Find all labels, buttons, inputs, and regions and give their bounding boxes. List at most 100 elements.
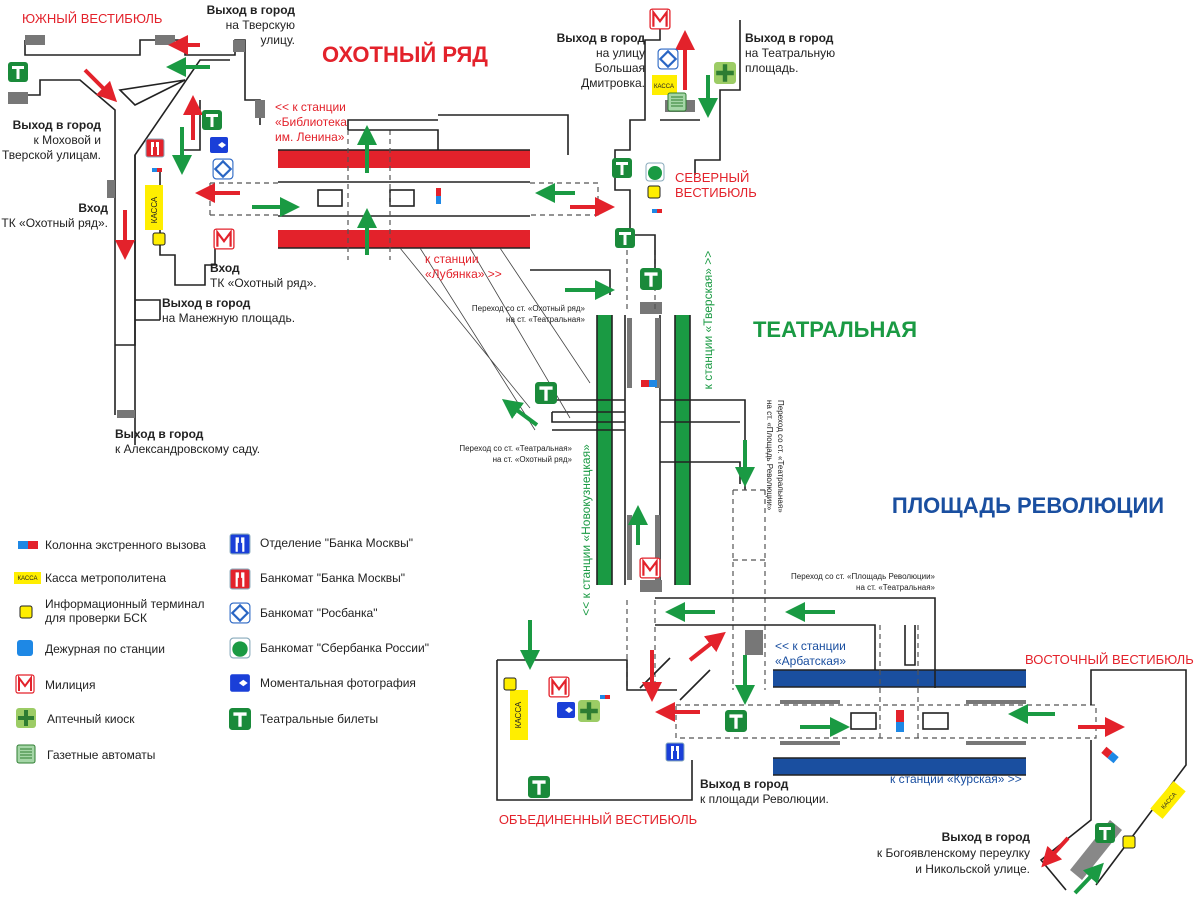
okhotny-ryad-platform xyxy=(209,114,611,295)
south-vestibule: КАССА xyxy=(8,35,265,445)
entry-heading: Вход xyxy=(78,201,108,215)
legend-label: Театральные билеты xyxy=(260,712,378,726)
legend-label: Газетные автоматы xyxy=(47,748,155,762)
exit-text: к Богоявленскому переулку xyxy=(877,846,1030,860)
transfer-teatralnaya-to-okhotny: Переход со ст. «Театральная» на ст. «Охо… xyxy=(459,444,572,464)
flow-arrows xyxy=(83,30,1125,895)
kassa-label-united: КАССА xyxy=(514,701,523,728)
exit-heading: Выход в город xyxy=(942,830,1031,844)
vestibule-south: ЮЖНЫЙ ВЕСТИБЮЛЬ xyxy=(22,11,162,26)
bank-office-icon xyxy=(665,742,685,762)
theatre-tickets-icon xyxy=(640,268,662,290)
kassa-icon: КАССА xyxy=(18,576,38,582)
station-title-okhotny-ryad: ОХОТНЫЙ РЯД xyxy=(322,42,488,67)
legend: Колонна экстренного вызова КАССА Касса м… xyxy=(14,533,429,764)
transfer-okhotny-to-teatralnaya: Переход со ст. «Охотный ряд» на ст. «Теа… xyxy=(472,304,586,324)
legend-label: Банкомат "Росбанка" xyxy=(260,606,377,620)
transfer-text: Переход со ст. «Театральная» xyxy=(459,444,572,453)
legend-label: Дежурная по станции xyxy=(45,642,165,656)
theatre-tickets-icon xyxy=(615,228,635,248)
exit-heading: Выход в город xyxy=(115,427,204,441)
legend-label: Моментальная фотография xyxy=(260,676,416,690)
transfer-ploshchad-to-teatralnaya: Переход со ст. «Площадь Революции» на ст… xyxy=(791,572,936,592)
station-title-teatralnaya: ТЕАТРАЛЬНАЯ xyxy=(753,317,917,342)
exit-text: к Моховой и xyxy=(34,133,101,147)
info-terminal-icon xyxy=(647,185,661,199)
pharmacy-icon xyxy=(714,62,736,84)
direction-text: «Арбатская» xyxy=(775,654,846,668)
newspaper-icon xyxy=(667,92,687,112)
direction-novokuznetskaya: << к станции «Новокузнецкая» xyxy=(579,444,593,616)
station-duty-icon xyxy=(17,640,33,656)
exit-teatralnaya-square: Выход в город на Театральную площадь. xyxy=(745,31,835,75)
transfer-text: на ст. «Театральная» xyxy=(856,583,936,592)
direction-arbatskaya: << к станции «Арбатская» xyxy=(775,639,846,668)
bank-office-icon xyxy=(229,533,251,555)
photo-booth-icon xyxy=(210,137,228,153)
direction-kurskaya: к станции «Курская» >> xyxy=(890,772,1022,786)
exit-text: Тверской улицам. xyxy=(2,148,101,162)
legend-label: Милиция xyxy=(45,678,95,692)
exit-text: на Тверскую xyxy=(226,18,295,32)
emergency-column-icon xyxy=(152,168,162,172)
entry-tk-2: Вход ТК «Охотный ряд». xyxy=(210,261,317,290)
theatre-tickets-icon xyxy=(725,710,747,732)
info-terminal-icon xyxy=(503,677,517,691)
entry-heading: Вход xyxy=(210,261,240,275)
direction-biblioteka: << к станции «Библиотека им. Ленина» xyxy=(275,100,347,144)
emergency-column-icon xyxy=(652,209,662,213)
atm-sberbank-icon xyxy=(229,637,251,659)
exit-text: Большая xyxy=(595,61,645,75)
exit-text: Дмитровка. xyxy=(581,76,645,90)
legend-label: Банкомат "Банка Москвы" xyxy=(260,571,405,585)
transfer-text: Переход со ст. «Охотный ряд» xyxy=(472,304,586,313)
exit-text: площадь. xyxy=(745,61,798,75)
vestibule-east: ВОСТОЧНЫЙ ВЕСТИБЮЛЬ xyxy=(1025,652,1194,667)
vestibule-united: ОБЪЕДИНЕННЫЙ ВЕСТИБЮЛЬ xyxy=(499,812,697,827)
exit-heading: Выход в город xyxy=(162,296,251,310)
atm-bank-moscow-icon xyxy=(229,568,251,590)
info-terminal-icon xyxy=(1122,835,1136,849)
police-icon xyxy=(649,8,671,30)
transfer-text: на ст. «Охотный ряд» xyxy=(493,455,573,464)
emergency-column-icon xyxy=(18,541,38,549)
theatre-tickets-icon xyxy=(202,110,222,130)
theatre-tickets-icon xyxy=(612,158,632,178)
atm-rosbank-icon xyxy=(229,602,251,624)
exit-heading: Выход в город xyxy=(207,3,296,17)
vestibule-north-2: ВЕСТИБЮЛЬ xyxy=(675,185,757,200)
atm-rosbank-icon xyxy=(212,158,234,180)
theatre-tickets-icon xyxy=(1095,823,1115,843)
exit-manezhnaya: Выход в город на Манежную площадь. xyxy=(162,296,295,325)
direction-text: «Лубянка» >> xyxy=(425,267,502,281)
theatre-tickets-icon xyxy=(528,776,550,798)
theatre-tickets-icon xyxy=(229,708,251,730)
police-icon xyxy=(548,676,570,698)
transfer-text: на ст. «Театральная» xyxy=(506,315,586,324)
newspaper-icon xyxy=(16,744,36,764)
legend-label: Аптечный киоск xyxy=(47,712,135,726)
exit-heading: Выход в город xyxy=(13,118,102,132)
station-title-ploshchad-revolyutsii: ПЛОЩАДЬ РЕВОЛЮЦИИ xyxy=(892,493,1164,518)
pharmacy-icon xyxy=(16,708,36,728)
exit-text: на улицу xyxy=(596,46,645,60)
kassa-label-north: КАССА xyxy=(654,84,674,90)
ploshchad-revolyutsii-platform xyxy=(655,597,1097,776)
theatre-tickets-icon xyxy=(8,62,28,82)
theatre-tickets-icon xyxy=(535,382,557,404)
transfer-text: на ст. «Площадь Революции» xyxy=(765,400,774,511)
photo-booth-icon xyxy=(230,674,250,692)
exit-heading: Выход в город xyxy=(557,31,646,45)
exit-text: на Манежную площадь. xyxy=(162,311,295,325)
direction-tverskaya: к станции «Тверская» >> xyxy=(701,251,715,390)
legend-label: Информационный терминал xyxy=(45,597,205,611)
direction-text: << к станции xyxy=(775,639,846,653)
photo-booth-icon xyxy=(557,702,575,718)
exit-heading: Выход в город xyxy=(700,777,789,791)
atm-sberbank-icon xyxy=(645,162,665,182)
transfer-text: Переход со ст. «Театральная» xyxy=(776,400,785,513)
entry-text: ТК «Охотный ряд». xyxy=(1,216,108,230)
exit-dmitrovka: Выход в город на улицу Большая Дмитровка… xyxy=(557,31,646,90)
exit-text: на Театральную xyxy=(745,46,835,60)
